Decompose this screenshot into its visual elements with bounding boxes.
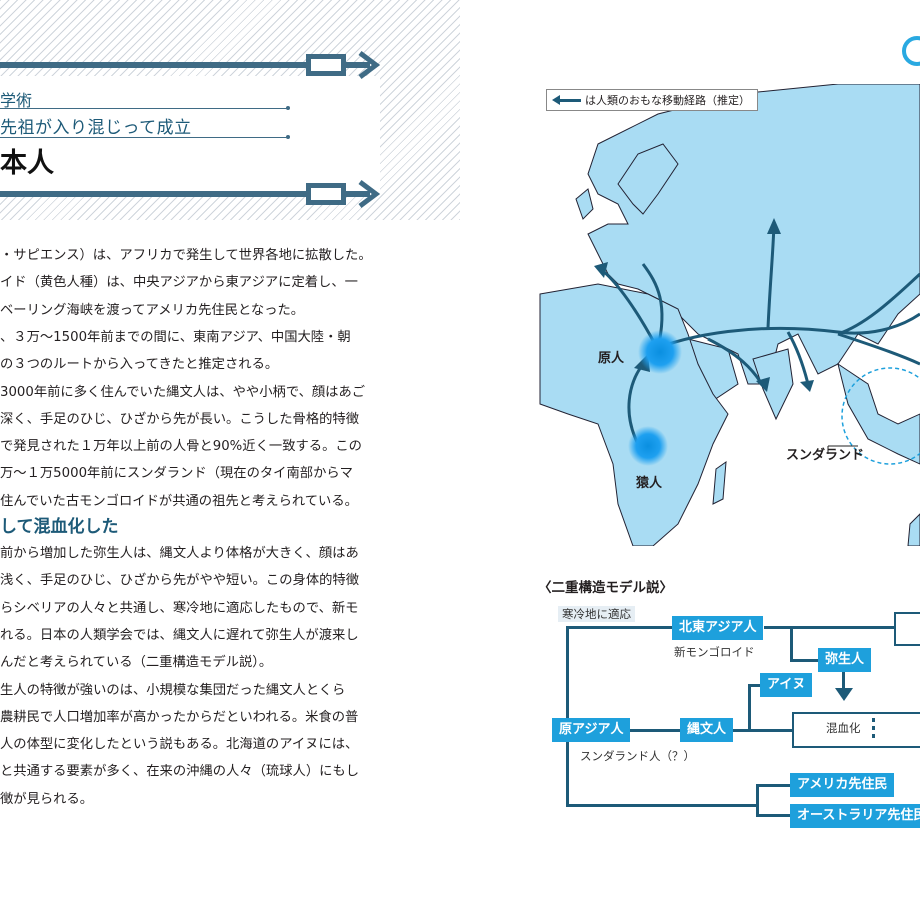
corner-emblem-icon (902, 36, 920, 66)
subtitle-underline-dot (286, 135, 290, 139)
diagram-title: 〈二重構造モデル説〉 (538, 580, 673, 596)
body-text-line: 浅く、手足のひじ、ひざから先がやや短い。この身体的特徴 (0, 573, 360, 589)
body-text-line: 生人の特徴が強いのは、小規模な集団だった縄文人とくら (0, 682, 346, 698)
bottom-rail-box (306, 183, 346, 205)
genjin-glow (638, 330, 682, 374)
map-legend-text: は人類のおもな移動経路（推定） (585, 94, 750, 107)
body-text-line: 万～１万5000年前にスンダランド（現在のタイ南部からマ (0, 466, 353, 482)
body-text-line: 住んでいた古モンゴロイドが共通の祖先と考えられている。 (0, 493, 358, 509)
body-text-line: 、３万～1500年前までの間に、東南アジア、中国大陸・朝 (0, 329, 351, 345)
top-rail-box (306, 54, 346, 76)
node-australian-aboriginal: オーストラリア先住民 (790, 804, 920, 828)
mixed-dotted-line (872, 718, 875, 742)
top-rail-arrow-icon (358, 51, 381, 79)
tag-cold-adapted: 寒冷地に適応 (558, 606, 635, 622)
legend-arrow-icon (552, 95, 560, 105)
body-text-line: で発見された１万年以上前の人骨と90%近く一致する。この (0, 439, 362, 455)
legend-arrow-shaft (557, 99, 581, 102)
body-text-line: 深く、手足のひじ、ひざから先が長い。こうした骨格的特徴 (0, 411, 360, 427)
header-subtitle: 先祖が入り混じって成立 (0, 118, 192, 138)
section-heading: して混血化した (0, 517, 119, 537)
sundaland-dashed-circle (841, 367, 920, 465)
body-text-line: 人の体型に変化したという説もある。北海道のアイヌには、 (0, 737, 359, 753)
tag-sundaland-people: スンダランド人（？） (580, 749, 695, 763)
body-text-line: らシベリアの人々と共通し、寒冷地に適応したもので、新モ (0, 600, 359, 616)
title-box (0, 76, 380, 192)
map-label-genjin: 原人 (598, 351, 625, 366)
scandinavia-landmass (617, 143, 679, 215)
body-text-line: ベーリング海峡を渡ってアメリカ先住民となった。 (0, 302, 305, 318)
page-title: 本人 (0, 148, 54, 179)
enjin-glow (628, 426, 668, 466)
node-northeast-asian: 北東アジア人 (672, 616, 764, 640)
node-yayoi: 弥生人 (818, 648, 872, 672)
southeast-asia-landmass (837, 362, 920, 465)
bottom-rail-arrow-icon (358, 180, 381, 208)
map-label-sundaland: スンダランド (786, 448, 865, 463)
kicker-underline-dot (286, 106, 290, 110)
australia-landmass (907, 513, 920, 546)
yayoi-down-arrow-icon (835, 688, 853, 701)
map-label-enjin: 猿人 (636, 476, 663, 491)
header-kicker: 学術 (0, 91, 33, 110)
body-text-line: んだと考えられている（二重構造モデル説）。 (0, 655, 273, 671)
tag-new-mongoloid: 新モンゴロイド (674, 645, 755, 659)
body-text-line: イド（黄色人種）は、中央アジアから東アジアに定着し、一 (0, 275, 358, 291)
kicker-underline (0, 108, 288, 109)
node-jomon: 縄文人 (680, 718, 734, 742)
map-legend: は人類のおもな移動経路（推定） (546, 89, 758, 111)
body-text-line: 3000年前に多く住んでいた縄文人は、やや小柄で、顔はあご (0, 384, 366, 400)
bottom-rail (0, 191, 370, 197)
tag-mixed: 混血化 (826, 721, 861, 735)
body-text-line: と共通する要素が多く、在来の沖縄の人々（琉球人）にもし (0, 764, 360, 780)
madagascar-landmass (712, 460, 727, 505)
top-rail (0, 62, 370, 68)
mixed-box (792, 712, 920, 748)
body-text-line: れる。日本の人類学会では、縄文人に遅れて弥生人が渡来し (0, 627, 359, 643)
body-text-line: ・サピエンス）は、アフリカで発生して世界各地に拡散した。 (0, 248, 372, 263)
subtitle-underline (0, 137, 288, 138)
britain-landmass (575, 188, 594, 220)
modern-japanese-box (894, 612, 920, 646)
node-native-american: アメリカ先住民 (790, 773, 895, 797)
node-proto-asian: 原アジア人 (552, 718, 631, 742)
body-text-line: 前から増加した弥生人は、縄文人より体格が大きく、顔はあ (0, 546, 359, 561)
body-text-line: の３つのルートから入ってきたと推定される。 (0, 357, 279, 373)
body-text-line: 徴が見られる。 (0, 791, 94, 807)
world-map (538, 84, 920, 546)
body-text-line: 農耕民で人口増加率が高かったからだといわれる。米食の普 (0, 709, 359, 725)
node-ainu: アイヌ (760, 673, 813, 697)
trunk-line (566, 626, 569, 806)
